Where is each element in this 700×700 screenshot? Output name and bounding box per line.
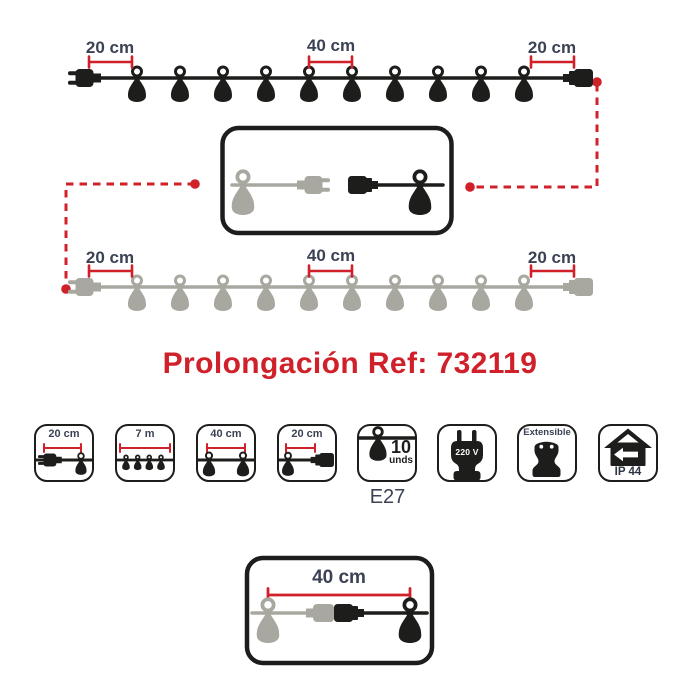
feature-bulb-spacing: 40 cm bbox=[196, 424, 256, 482]
bulb-icon bbox=[236, 451, 250, 477]
dim-label-top-mid: 40 cm bbox=[306, 36, 356, 55]
feature-lead-spacing: 20 cm bbox=[34, 424, 94, 482]
bulb-icon bbox=[386, 65, 404, 102]
bulb-icon bbox=[398, 597, 422, 643]
plug-icon bbox=[68, 69, 101, 87]
bulb-icon bbox=[202, 451, 216, 477]
feature-voltage: 220 V bbox=[437, 424, 497, 482]
socket-icon bbox=[310, 452, 334, 468]
socket-icon bbox=[348, 176, 378, 194]
bulb-icon bbox=[145, 454, 154, 471]
bulb-icon bbox=[429, 65, 447, 102]
end-connector-icon bbox=[279, 443, 334, 476]
measure-bracket bbox=[206, 443, 246, 453]
plug-icon bbox=[38, 453, 62, 467]
measure-bracket bbox=[87, 264, 134, 278]
connection-detail-box bbox=[220, 125, 454, 236]
measure-bracket bbox=[43, 443, 82, 453]
bulb-icon bbox=[429, 274, 447, 311]
bulb-count-unit: unds bbox=[389, 455, 413, 466]
bulb-icon bbox=[257, 274, 275, 311]
bulb-icon bbox=[515, 274, 533, 311]
e27-bulb-icon bbox=[359, 426, 415, 461]
gray-extension-string bbox=[68, 274, 593, 311]
bulb-count-value: 10 bbox=[390, 437, 411, 457]
right-dashed-connector bbox=[465, 77, 602, 192]
bulb-icon bbox=[214, 65, 232, 102]
feature-extensible: Extensible bbox=[517, 424, 577, 482]
measure-bracket bbox=[307, 264, 354, 278]
voltage-label: 220 V bbox=[455, 447, 479, 457]
feature-label: 40 cm bbox=[210, 428, 242, 440]
bulb-spacing-icon bbox=[198, 443, 254, 477]
bulb-icon bbox=[122, 454, 130, 471]
plug-lead-icon bbox=[36, 443, 92, 475]
dim-label-top-right: 20 cm bbox=[527, 38, 577, 57]
bulb-icon bbox=[515, 65, 533, 102]
bulb-icon bbox=[386, 274, 404, 311]
bulb-icon bbox=[133, 454, 142, 471]
feature-label: 20 cm bbox=[291, 428, 323, 440]
bulb-icon bbox=[343, 65, 361, 102]
spacing-detail-box bbox=[244, 555, 435, 666]
connected-plug-icon bbox=[306, 604, 334, 622]
black-extension-string bbox=[68, 65, 593, 102]
measure-bracket bbox=[307, 55, 354, 69]
bulb-icon bbox=[343, 274, 361, 311]
bulb-icon bbox=[256, 597, 280, 643]
bulb-icon bbox=[472, 65, 490, 102]
bulb-icon bbox=[300, 274, 318, 311]
bulb-icon bbox=[214, 274, 232, 311]
feature-total-length: 7 m bbox=[115, 424, 175, 482]
dim-label-top-left: 20 cm bbox=[85, 38, 135, 57]
dim-label-bottom-left: 20 cm bbox=[85, 248, 135, 267]
bulb-icon bbox=[157, 454, 165, 471]
house-arrow-icon bbox=[604, 428, 652, 466]
bulb-icon bbox=[282, 451, 294, 476]
plug-icon bbox=[68, 278, 101, 296]
bulb-icon bbox=[472, 274, 490, 311]
dim-label-bottom-right: 20 cm bbox=[527, 248, 577, 267]
bulb-icon bbox=[231, 169, 255, 215]
measure-bracket bbox=[285, 443, 316, 453]
bulb-icon bbox=[300, 65, 318, 102]
bulb-icon bbox=[257, 65, 275, 102]
bulb-icon bbox=[128, 274, 146, 311]
dim-label-connection: 40 cm bbox=[312, 567, 366, 588]
feature-bulb-count: 10 unds bbox=[357, 424, 417, 482]
measure-bracket bbox=[87, 55, 134, 69]
bulb-icon bbox=[369, 426, 387, 461]
socket-type-label: E27 bbox=[369, 486, 406, 508]
feature-label: 7 m bbox=[135, 428, 155, 440]
string-7m-icon bbox=[117, 443, 173, 471]
feature-label: Extensible bbox=[523, 427, 571, 438]
bulb-icon bbox=[171, 65, 189, 102]
bulb-icon bbox=[171, 274, 189, 311]
product-title: Prolongación Ref: 732119 bbox=[162, 347, 538, 380]
measure-bracket bbox=[529, 264, 576, 278]
plug-icon bbox=[297, 176, 330, 194]
extensible-connector-icon bbox=[532, 441, 561, 477]
feature-ip-rating: IP 44 bbox=[598, 424, 658, 482]
measure-bracket bbox=[119, 443, 171, 453]
socket-icon bbox=[334, 604, 364, 622]
feature-label: 20 cm bbox=[48, 428, 80, 440]
socket-icon bbox=[563, 69, 593, 87]
plug-220v-icon bbox=[451, 430, 483, 480]
measure-bracket bbox=[529, 55, 576, 69]
bulb-icon bbox=[408, 169, 432, 215]
socket-icon bbox=[563, 278, 593, 296]
feature-label: IP 44 bbox=[614, 466, 642, 479]
feature-end-spacing: 20 cm bbox=[277, 424, 337, 482]
bulb-icon bbox=[128, 65, 146, 102]
bulb-icon bbox=[75, 452, 87, 475]
dim-label-bottom-mid: 40 cm bbox=[306, 246, 356, 265]
